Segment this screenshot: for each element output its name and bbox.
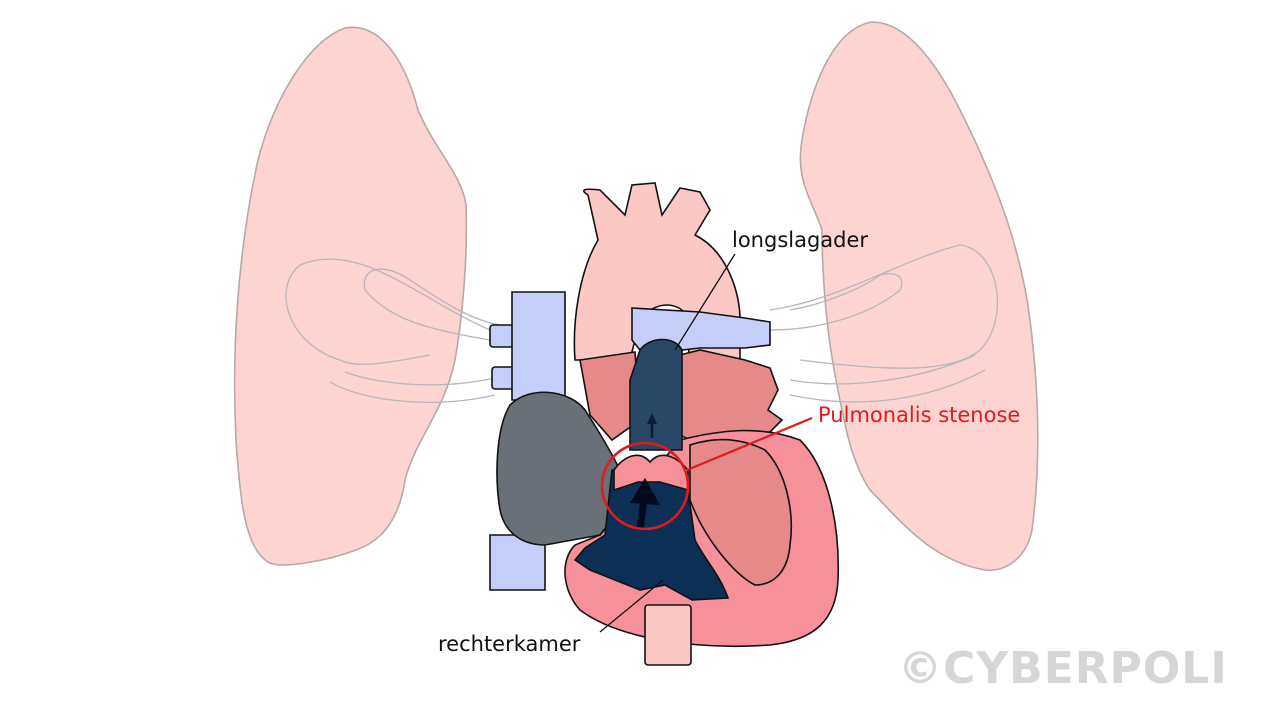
left-lung <box>233 26 468 566</box>
label-pulmonary-stenosis: Pulmonalis stenose <box>818 403 1021 427</box>
right-lung <box>799 21 1039 571</box>
label-right-ventricle: rechterkamer <box>438 632 581 656</box>
descending-vessel <box>644 604 692 666</box>
pulmonary-branch <box>631 307 771 352</box>
pulmonary-vessel-lines <box>285 244 999 403</box>
right-atrium <box>496 391 621 546</box>
vena-cava <box>489 291 566 591</box>
pulmonary-artery <box>629 337 683 451</box>
leader-line-pulmonary-artery <box>674 253 736 351</box>
leader-line-right-ventricle <box>599 579 664 633</box>
cyberpoli-watermark: ©CYBERPOLI <box>898 643 1228 694</box>
stenosis-highlight-circle <box>600 441 690 531</box>
flow-arrow-large <box>630 478 660 531</box>
flow-arrow-small <box>647 413 657 438</box>
label-pulmonary-artery: longslagader <box>732 228 869 252</box>
leader-line-stenosis <box>686 416 813 472</box>
right-atrium-upper <box>579 351 641 442</box>
left-ventricle-inner <box>689 438 793 586</box>
